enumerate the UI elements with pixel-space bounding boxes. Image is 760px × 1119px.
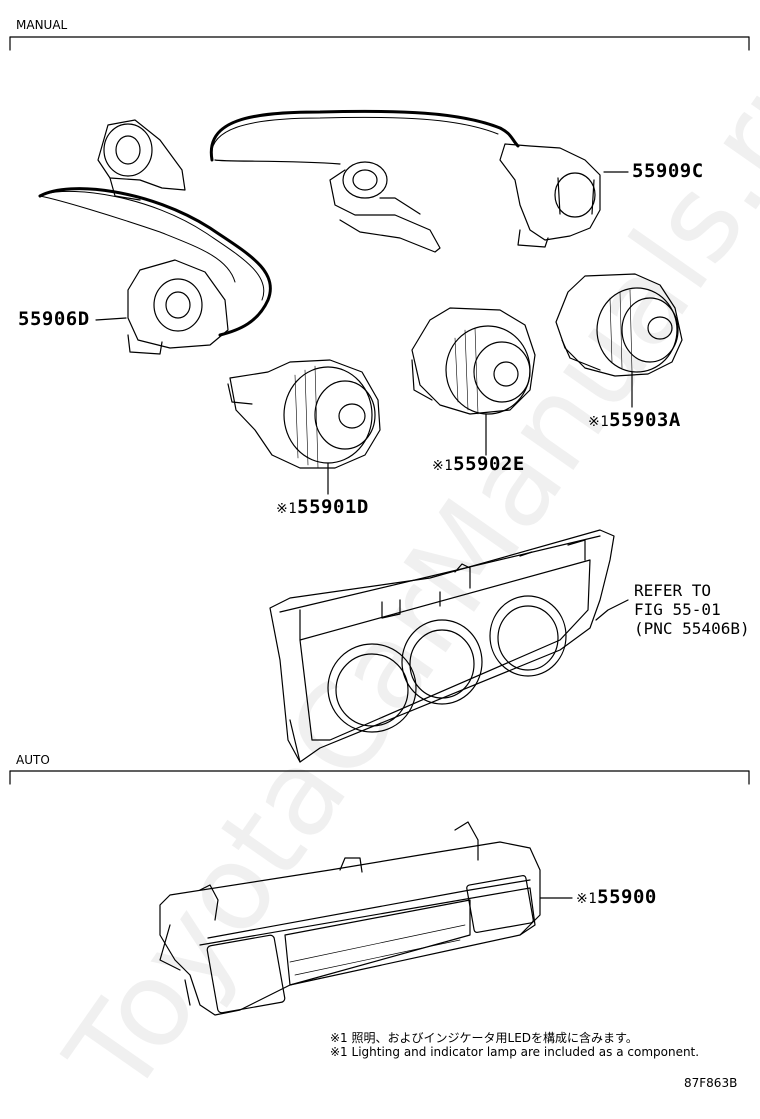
footnote-japanese: ※1 照明、およびインジケータ用LEDを構成に含みます。 xyxy=(330,1031,638,1045)
note-mark: ※1 xyxy=(576,891,598,907)
part-number-55902e[interactable]: ※155902E xyxy=(432,453,525,475)
control-cable-55906d xyxy=(38,119,272,355)
figure-id: 87F863B xyxy=(684,1076,738,1090)
part-number-55903a[interactable]: ※155903A xyxy=(588,409,681,431)
part-number-text: 55900 xyxy=(597,886,657,908)
control-knob-55902e xyxy=(411,307,536,415)
refer-line-2: FIG 55-01 xyxy=(634,600,721,619)
control-knob-55903a xyxy=(555,273,683,377)
auto-climate-control-unit xyxy=(159,821,541,1016)
part-number-55909c[interactable]: 55909C xyxy=(632,160,704,182)
control-knob-55901d xyxy=(227,359,381,469)
note-mark: ※1 xyxy=(276,501,298,517)
refer-line-1: REFER TO xyxy=(634,581,712,600)
section-label-manual: MANUAL xyxy=(16,18,68,32)
auto-section-frame xyxy=(9,770,750,785)
part-number-text: 55902E xyxy=(453,453,525,475)
manual-section-frame xyxy=(9,36,750,51)
part-number-55906d[interactable]: 55906D xyxy=(18,308,90,330)
note-mark: ※1 xyxy=(588,414,610,430)
part-number-55901d[interactable]: ※155901D xyxy=(276,496,369,518)
section-label-auto: AUTO xyxy=(16,753,50,767)
control-cable-55909c xyxy=(209,109,601,253)
leader-refer xyxy=(595,599,629,621)
part-number-text: 55903A xyxy=(609,409,681,431)
note-mark: ※1 xyxy=(432,458,454,474)
refer-line-3: (PNC 55406B) xyxy=(634,619,750,638)
part-number-55900[interactable]: ※155900 xyxy=(576,886,657,908)
leader-55906d xyxy=(95,317,127,321)
heater-control-panel xyxy=(269,529,615,763)
part-number-text: 55901D xyxy=(297,496,369,518)
footnote-english: ※1 Lighting and indicator lamp are inclu… xyxy=(330,1045,700,1059)
